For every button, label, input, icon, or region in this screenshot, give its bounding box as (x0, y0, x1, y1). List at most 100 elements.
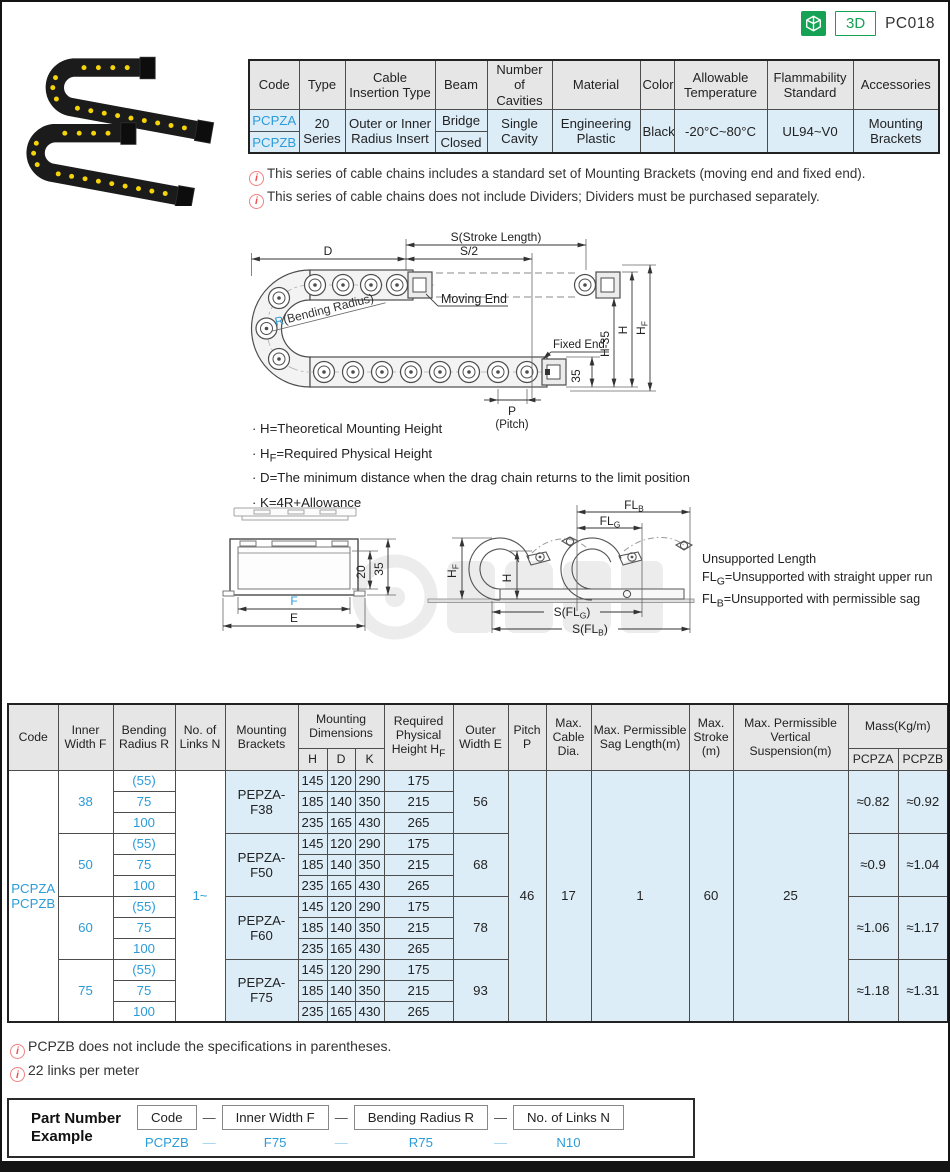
cell-dim-d: 165 (326, 1000, 356, 1023)
diagram-notes: · H=Theoretical Mounting Height · HF=Req… (252, 419, 690, 518)
pn-label-links: No. of Links N (513, 1105, 624, 1130)
main-dimension-diagram: S(Stroke Length) S/2 D 35 H-35 H HF P (P… (250, 230, 656, 431)
col-color: Color (639, 59, 675, 110)
h-max-stroke: Max. Stroke (m) (688, 703, 734, 771)
bottom-bar (2, 1161, 948, 1170)
h-dim-d: D (326, 747, 356, 771)
3d-cube-icon[interactable] (801, 11, 827, 36)
dim-pitch: (Pitch) (495, 419, 528, 431)
dim-d: D (324, 244, 333, 258)
h-mass-pcpzb: PCPZB (897, 747, 948, 771)
cell-inner-width[interactable]: 60 (57, 895, 114, 960)
cell-required-height: 265 (383, 874, 454, 897)
cell-inner-width[interactable]: 75 (57, 958, 114, 1023)
h-vertical-suspension: Max. Permissible Vertical Suspension(m) (732, 703, 849, 771)
cell-bending-radius[interactable]: (55) (112, 832, 176, 855)
cell-bending-radius[interactable]: (55) (112, 958, 176, 981)
code-pcpzb-link[interactable]: PCPZB (248, 130, 300, 154)
h-sag-length: Max. Permissible Sag Length(m) (590, 703, 690, 771)
info-icon: i (10, 1067, 25, 1082)
dim-h-35: H-35 (598, 331, 612, 357)
pn-label-inner-width: Inner Width F (221, 1105, 329, 1130)
h-outer-width: Outer Width E (452, 703, 509, 771)
cell-bracket: PEPZA-F38 (224, 769, 299, 834)
cell-bending-radius[interactable]: 75 (112, 979, 176, 1002)
cell-bracket: PEPZA-F60 (224, 895, 299, 960)
cell-dim-k: 350 (354, 790, 385, 813)
us-dim-sflg: S(FLG) (554, 605, 591, 621)
cell-mass-pcpzb: ≈1.17 (897, 895, 948, 960)
unsupported-line: FLG=Unsupported with straight upper run (702, 569, 933, 588)
cell-bending-radius[interactable]: 100 (112, 1000, 176, 1023)
dim-hf: HF (634, 321, 650, 335)
pn-item-bending-radius: Bending Radius R R75 (353, 1105, 489, 1151)
cell-dim-d: 165 (326, 811, 356, 834)
cell-dim-k: 430 (354, 874, 385, 897)
cell-dim-k: 430 (354, 937, 385, 960)
cell-bending-radius[interactable]: 75 (112, 853, 176, 876)
cell-dim-d: 140 (326, 916, 356, 939)
cell-dim-h: 145 (297, 832, 328, 855)
cell-dim-k: 290 (354, 769, 385, 792)
cell-temperature: -20°C~80°C (673, 108, 768, 154)
cell-dim-k: 350 (354, 979, 385, 1002)
cell-required-height: 265 (383, 1000, 454, 1023)
header-badges: 3D PC018 (801, 11, 935, 36)
cell-dim-h: 235 (297, 811, 328, 834)
cell-required-height: 265 (383, 811, 454, 834)
cs-dim-20: 20 (354, 565, 368, 579)
cell-required-height: 175 (383, 769, 454, 792)
cell-required-height: 215 (383, 853, 454, 876)
cell-inner-width[interactable]: 38 (57, 769, 114, 834)
cell-dim-d: 140 (326, 853, 356, 876)
3d-badge[interactable]: 3D (835, 11, 877, 36)
col-insertion: Cable Insertion Type (344, 59, 436, 110)
h-dim-k: K (354, 747, 385, 771)
unsupported-title: Unsupported Length (702, 552, 817, 566)
cell-cable-dia: 17 (545, 769, 592, 1023)
cell-insertion: Outer or Inner Radius Insert (344, 108, 436, 154)
specification-table: Code Inner Width F Bending Radius R No. … (7, 703, 948, 1023)
h-links: No. of Links N (174, 703, 226, 771)
col-flammability: Flammability Standard (766, 59, 854, 110)
code-pcpza-link[interactable]: PCPZA (248, 108, 300, 132)
cube-icon (806, 15, 822, 32)
h-mass: Mass(Kg/m) (847, 703, 948, 749)
col-accessories: Accessories (852, 59, 940, 110)
cell-bending-radius[interactable]: 100 (112, 937, 176, 960)
cell-bending-radius[interactable]: (55) (112, 769, 176, 792)
cell-bending-radius[interactable]: 100 (112, 811, 176, 834)
h-cable-dia: Max. Cable Dia. (545, 703, 592, 771)
page-code: PC018 (885, 14, 935, 32)
cell-bending-radius[interactable]: 75 (112, 790, 176, 813)
pn-item-code: Code PCPZB (137, 1105, 197, 1151)
cell-dim-h: 185 (297, 979, 328, 1002)
cell-dim-h: 235 (297, 1000, 328, 1023)
cell-outer-width: 68 (452, 832, 509, 897)
h-bending-radius: Bending Radius R (112, 703, 176, 771)
cell-mass-pcpza: ≈0.82 (847, 769, 899, 834)
cross-section-diagram: 20 35 F E (222, 507, 396, 631)
cell-dim-h: 145 (297, 769, 328, 792)
us-dim-flg: FLG (600, 514, 621, 530)
cell-outer-width: 56 (452, 769, 509, 834)
cs-dim-e: E (290, 611, 298, 625)
cell-bending-radius[interactable]: 100 (112, 874, 176, 897)
cell-bending-radius[interactable]: 75 (112, 916, 176, 939)
dim-35: 35 (569, 369, 583, 383)
cell-bending-radius[interactable]: (55) (112, 895, 176, 918)
cell-accessories: Mounting Brackets (852, 108, 940, 154)
diagram-note-line: · K=4R+Allowance (252, 494, 362, 510)
pn-value-inner-width: F75 (263, 1134, 287, 1150)
cell-dim-h: 185 (297, 916, 328, 939)
cell-bracket: PEPZA-F50 (224, 832, 299, 897)
cell-inner-width[interactable]: 50 (57, 832, 114, 897)
diagram-note-line: · H=Theoretical Mounting Height (252, 421, 443, 436)
pn-value-links: N10 (556, 1134, 581, 1150)
